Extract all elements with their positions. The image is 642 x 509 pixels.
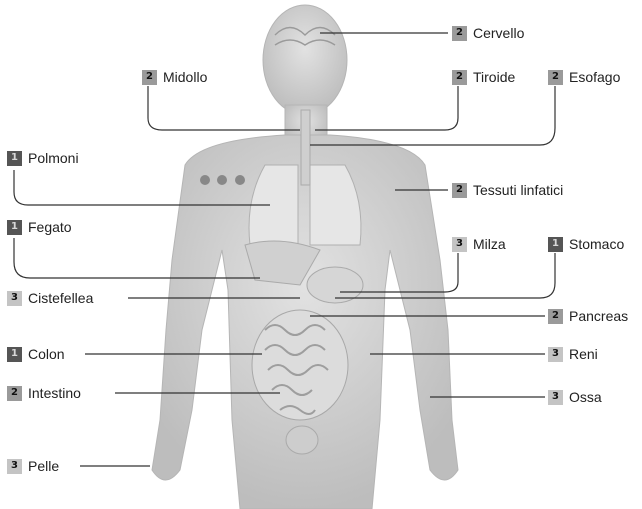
organ-name: Colon bbox=[28, 346, 65, 362]
label-fegato: 1 Fegato bbox=[7, 218, 72, 236]
level-badge: 1 bbox=[548, 237, 563, 252]
lymph-nodes bbox=[200, 175, 245, 185]
organ-name: Cervello bbox=[473, 25, 524, 41]
level-badge: 3 bbox=[7, 459, 22, 474]
organ-name: Polmoni bbox=[28, 150, 79, 166]
level-badge: 2 bbox=[548, 70, 563, 85]
organ-name: Tiroide bbox=[473, 69, 515, 85]
organ-name: Reni bbox=[569, 346, 598, 362]
trachea bbox=[301, 110, 310, 185]
organ-name: Cistefellea bbox=[28, 290, 93, 306]
label-tiroide: 2 Tiroide bbox=[452, 68, 515, 86]
level-badge: 2 bbox=[452, 26, 467, 41]
label-polmoni: 1 Polmoni bbox=[7, 149, 79, 167]
organ-name: Stomaco bbox=[569, 236, 624, 252]
level-badge: 3 bbox=[452, 237, 467, 252]
label-midollo: 2 Midollo bbox=[142, 68, 207, 86]
label-reni: 3 Reni bbox=[548, 345, 598, 363]
level-badge: 2 bbox=[7, 386, 22, 401]
label-esofago: 2 Esofago bbox=[548, 68, 620, 86]
organ-name: Intestino bbox=[28, 385, 81, 401]
level-badge: 2 bbox=[452, 70, 467, 85]
label-stomaco: 1 Stomaco bbox=[548, 235, 624, 253]
organ-name: Esofago bbox=[569, 69, 620, 85]
label-ossa: 3 Ossa bbox=[548, 388, 602, 406]
label-cervello: 2 Cervello bbox=[452, 24, 524, 42]
level-badge: 1 bbox=[7, 347, 22, 362]
level-badge: 1 bbox=[7, 220, 22, 235]
organ-name: Pelle bbox=[28, 458, 59, 474]
organ-name: Pancreas bbox=[569, 308, 628, 324]
bladder bbox=[286, 426, 318, 454]
intestine bbox=[252, 310, 348, 420]
level-badge: 3 bbox=[548, 347, 563, 362]
label-pancreas: 2 Pancreas bbox=[548, 307, 628, 325]
level-badge: 3 bbox=[7, 291, 22, 306]
level-badge: 2 bbox=[142, 70, 157, 85]
level-badge: 3 bbox=[548, 390, 563, 405]
level-badge: 1 bbox=[7, 151, 22, 166]
organ-name: Milza bbox=[473, 236, 506, 252]
level-badge: 2 bbox=[548, 309, 563, 324]
label-cistefellea: 3 Cistefellea bbox=[7, 289, 93, 307]
organ-name: Ossa bbox=[569, 389, 602, 405]
label-pelle: 3 Pelle bbox=[7, 457, 59, 475]
level-badge: 2 bbox=[452, 183, 467, 198]
organ-name: Midollo bbox=[163, 69, 207, 85]
organ-name: Fegato bbox=[28, 219, 72, 235]
label-colon: 1 Colon bbox=[7, 345, 65, 363]
label-tessuti-linfatici: 2 Tessuti linfatici bbox=[452, 181, 563, 199]
label-milza: 3 Milza bbox=[452, 235, 506, 253]
label-intestino: 2 Intestino bbox=[7, 384, 81, 402]
organ-name: Tessuti linfatici bbox=[473, 182, 563, 198]
